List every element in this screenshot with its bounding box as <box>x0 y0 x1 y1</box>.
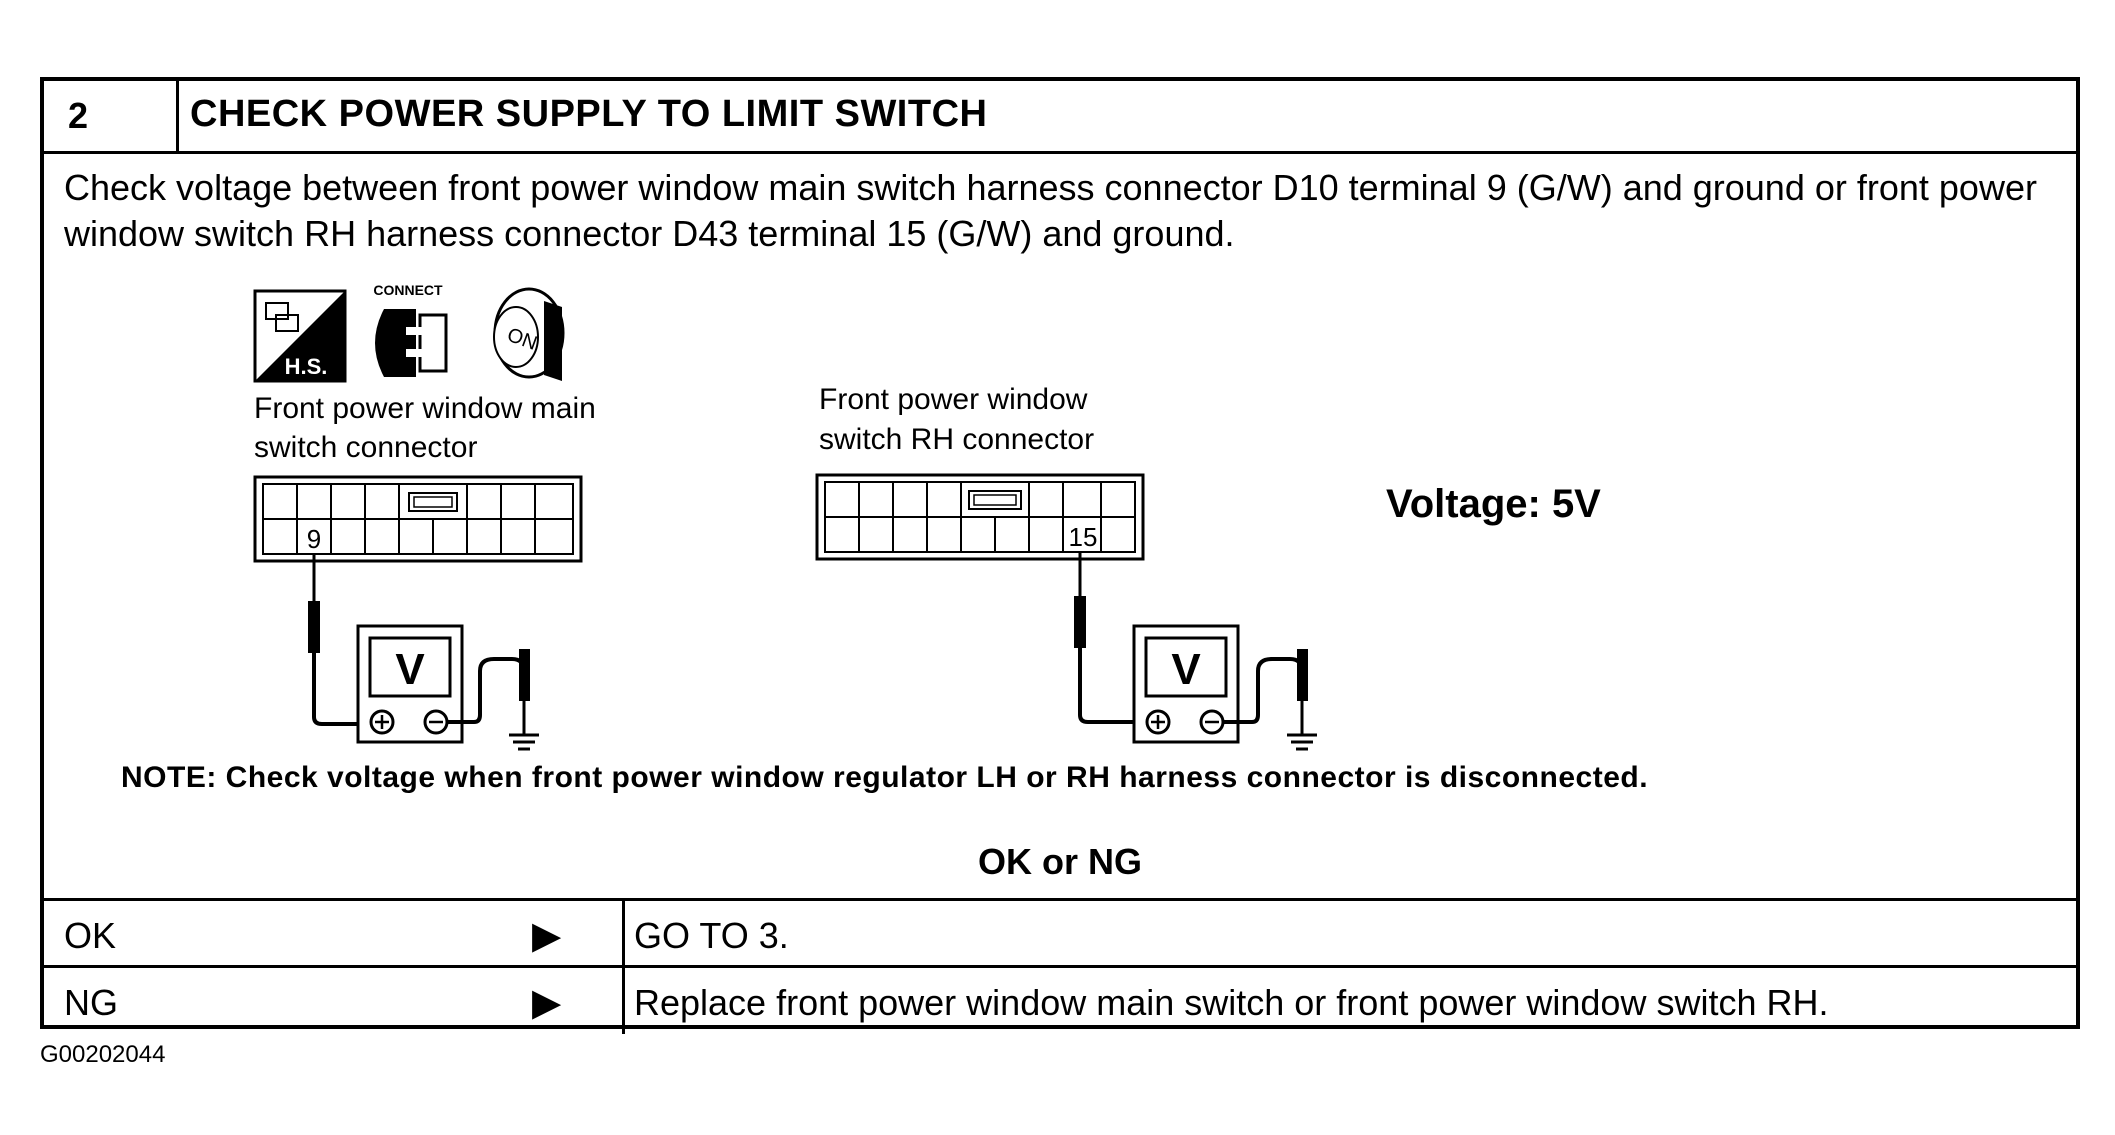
result-action: Replace front power window main switch o… <box>634 982 1829 1023</box>
row-divider <box>622 968 625 1034</box>
note-text: NOTE: Check voltage when front power win… <box>121 761 1649 794</box>
ignition-on-icon: ON <box>493 287 565 381</box>
right-connector-label-1: Front power window <box>819 383 1088 416</box>
right-terminal-number: 15 <box>1069 522 1098 552</box>
left-terminal-number: 9 <box>307 524 321 554</box>
right-arrow-icon: ▶ <box>532 982 562 1024</box>
right-connector: 15 <box>815 473 1145 561</box>
header-divider <box>176 81 179 153</box>
connect-icon: CONNECT <box>373 282 448 377</box>
voltage-spec: Voltage: 5V <box>1386 482 1601 526</box>
left-connector: 9 <box>253 475 583 563</box>
ok-ng-question: OK or NG <box>977 841 1142 882</box>
left-connector-label-2: switch connector <box>254 431 477 464</box>
result-row-ng: NG ▶ Replace front power window main swi… <box>44 965 2076 1034</box>
row-divider <box>622 901 625 967</box>
harness-hs-icon: H.S. <box>253 289 347 383</box>
right-voltmeter-circuit: V <box>1074 552 1317 751</box>
left-voltmeter-circuit: V <box>308 554 539 751</box>
result-row-ok: OK ▶ GO TO 3. <box>44 898 2076 967</box>
header-rule <box>44 151 2076 154</box>
step-number: 2 <box>68 95 89 136</box>
right-connector-label-2: switch RH connector <box>819 423 1094 456</box>
instruction-text: Check voltage between front power window… <box>64 167 2037 254</box>
figure-id: G00202044 <box>40 1041 166 1068</box>
result-action: GO TO 3. <box>634 915 789 956</box>
left-meter-v-symbol: V <box>395 645 425 694</box>
step-title: CHECK POWER SUPPLY TO LIMIT SWITCH <box>190 93 988 135</box>
connect-label: CONNECT <box>373 282 443 298</box>
voltage-check-diagram: H.S. CONNECT ON Front power window main … <box>253 282 1601 751</box>
left-connector-label-1: Front power window main <box>254 392 596 425</box>
result-condition: OK <box>64 915 117 956</box>
right-meter-v-symbol: V <box>1171 645 1201 694</box>
result-condition: NG <box>64 982 118 1023</box>
right-arrow-icon: ▶ <box>532 915 562 957</box>
step-panel: 2 CHECK POWER SUPPLY TO LIMIT SWITCH Che… <box>40 77 2080 1034</box>
harness-hs-label: H.S. <box>285 354 328 379</box>
